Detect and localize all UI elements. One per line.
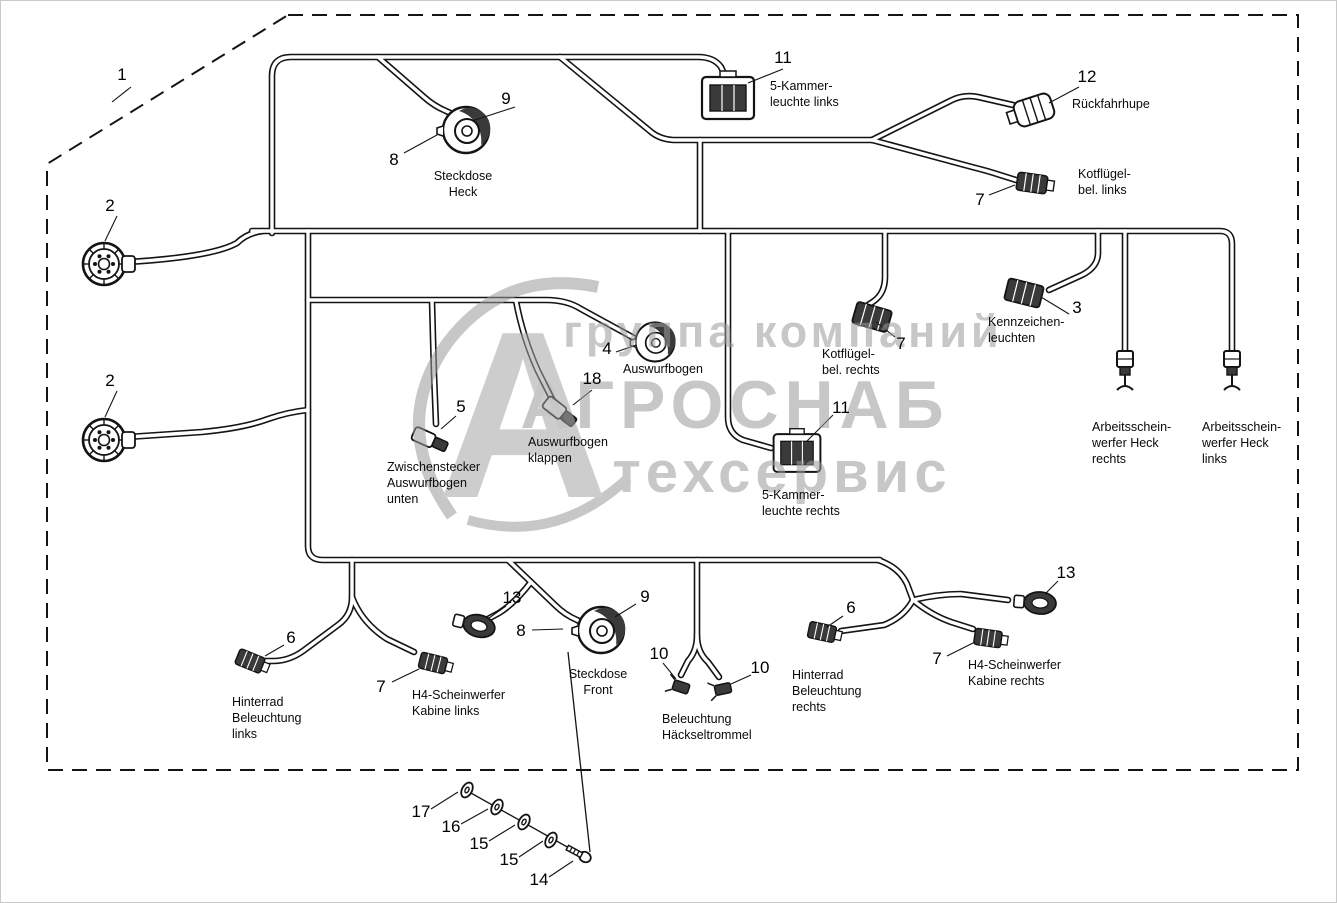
callout-7d: 7 <box>932 649 942 668</box>
label-arbeitsscheinwerfer-rechts: Arbeitsschein- werfer Heck rechts <box>1092 420 1172 466</box>
kennzeichenleuchten-connector <box>1002 277 1046 309</box>
callout-leader-lines <box>104 68 1080 878</box>
label-haeckseltrommel: Beleuchtung Häckseltrommel <box>662 712 752 742</box>
watermark-line2: АГРОСНАБ <box>520 367 949 443</box>
kotfluegel-links-plug <box>1015 171 1056 196</box>
watermark-line1: группа компаний <box>563 306 1002 357</box>
callout-9a: 9 <box>501 89 511 108</box>
callout-16: 16 <box>441 817 461 836</box>
callout-7a: 7 <box>975 190 985 209</box>
arbeitsscheinwerfer-links-plug <box>1223 350 1241 391</box>
callout-14: 14 <box>529 870 549 889</box>
callout-17: 17 <box>411 802 431 821</box>
callout-11b: 11 <box>832 398 850 417</box>
callout-11a: 11 <box>774 48 792 67</box>
label-zwischenstecker: Zwischenstecker Auswurfbogen unten <box>387 460 481 506</box>
round-connector-upper <box>81 241 137 287</box>
5-kammer-leuchte-links-connector <box>700 69 756 121</box>
callout-7b: 7 <box>896 334 906 353</box>
h4-rechts-plug <box>972 627 1010 650</box>
callout-18: 18 <box>582 369 602 388</box>
washer-16 <box>487 796 507 818</box>
callout-15a: 15 <box>469 834 489 853</box>
washer-15a <box>514 811 534 833</box>
label-5-kammer-leuchte-rechts: 5-Kammer- leuchte rechts <box>762 488 840 518</box>
callout-10a: 10 <box>649 644 669 663</box>
watermark-logo-letter: А <box>437 283 609 548</box>
callout-8a: 8 <box>389 150 399 169</box>
callout-1: 1 <box>117 65 127 84</box>
callout-6b: 6 <box>846 598 856 617</box>
callout-6a: 6 <box>286 628 296 647</box>
label-auswurfbogen: Auswurfbogen <box>623 362 703 376</box>
callout-5: 5 <box>456 397 466 416</box>
h4-links-plug <box>417 651 455 677</box>
washer-15b <box>541 829 561 851</box>
round-connector-lower <box>81 417 137 463</box>
label-auswurfbogen-klappen: Auswurfbogen klappen <box>528 435 608 465</box>
label-hinterrad-rechts: Hinterrad Beleuchtung rechts <box>792 668 862 714</box>
callout-3: 3 <box>1072 298 1082 317</box>
label-h4-rechts: H4-Scheinwerfer Kabine rechts <box>968 658 1062 688</box>
callout-13b: 13 <box>1056 563 1076 582</box>
label-h4-links: H4-Scheinwerfer Kabine links <box>412 688 506 718</box>
label-kotfluegel-links: Kotflügel- bel. links <box>1078 167 1131 197</box>
callout-15b: 15 <box>499 850 519 869</box>
boundary-dashed-outline <box>46 14 1299 771</box>
label-rueckfahrhupe: Rückfahrhupe <box>1072 97 1150 111</box>
label-steckdose-front: Steckdose Front <box>568 667 628 697</box>
label-kennzeichenleuchten: Kennzeichen- leuchten <box>988 315 1065 345</box>
label-steckdose-heck: Steckdose Heck <box>433 169 493 199</box>
arbeitsscheinwerfer-rechts-plug <box>1116 350 1134 391</box>
watermark: А группа компаний АГРОСНАБ техсервис <box>413 277 1002 548</box>
rueckfahrhupe-connector <box>1003 90 1058 132</box>
callout-8b: 8 <box>516 621 526 640</box>
callout-9b: 9 <box>640 587 650 606</box>
callout-2a: 2 <box>105 196 115 215</box>
callout-10b: 10 <box>750 658 770 677</box>
hinterrad-links-plug <box>233 647 273 677</box>
callout-7c: 7 <box>376 677 386 696</box>
watermark-line3: техсервис <box>612 440 951 505</box>
h4-connector-rechts <box>1012 589 1058 616</box>
label-hinterrad-links: Hinterrad Beleuchtung links <box>232 695 302 741</box>
callout-12: 12 <box>1077 67 1097 86</box>
steckdose-front-socket <box>570 605 627 655</box>
label-kotfluegel-rechts: Kotflügel- bel. rechts <box>822 347 880 377</box>
hinterrad-rechts-plug <box>806 620 844 645</box>
callout-4: 4 <box>602 339 612 358</box>
screw-14 <box>564 842 594 866</box>
callout-2b: 2 <box>105 371 115 390</box>
haeckseltrommel-plug-right <box>706 677 734 702</box>
harness-cable-cores <box>126 55 1234 679</box>
washer-17 <box>457 779 477 801</box>
h4-connector-links <box>450 608 499 642</box>
label-arbeitsscheinwerfer-links: Arbeitsschein- werfer Heck links <box>1202 420 1282 466</box>
callout-13a: 13 <box>502 588 522 607</box>
watermark-logo-swirl <box>413 277 632 532</box>
haeckseltrommel-plug-left <box>664 673 693 699</box>
label-5-kammer-leuchte-links: 5-Kammer- leuchte links <box>770 79 839 109</box>
